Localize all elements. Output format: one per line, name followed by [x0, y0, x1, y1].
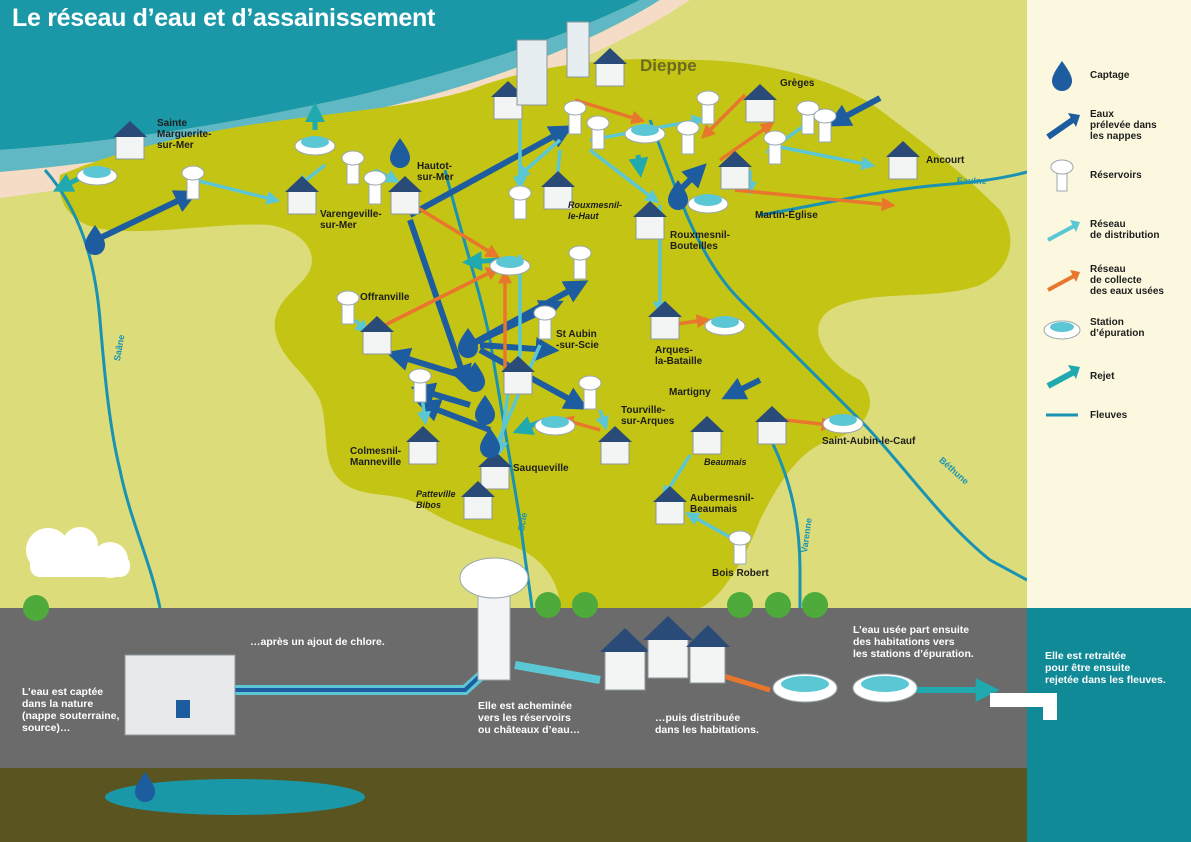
place-label: Offranville: [360, 292, 410, 303]
legend-distribution: Réseau de distribution: [1040, 210, 1186, 250]
dieppe-highrises: [516, 21, 590, 106]
section-houses: [600, 616, 730, 691]
teal-arrow-icon: [1046, 365, 1080, 389]
treatment-plant-icon: [1043, 320, 1081, 340]
legend-collecte: Réseau de collecte des eaux usées: [1040, 260, 1186, 300]
place-label: Hautot- sur-Mer: [417, 161, 454, 183]
place-label: Ancourt: [926, 155, 965, 166]
pipe-chlore-blue: [235, 672, 484, 692]
place-label: Beaumais: [704, 457, 747, 467]
place-label: Martin-Église: [755, 210, 818, 221]
place-label: Bois Robert: [712, 568, 769, 579]
legend-fleuves: Fleuves: [1040, 395, 1186, 435]
collecte-arrows: [384, 93, 896, 432]
legend-panel: [1027, 0, 1191, 608]
legend-reservoirs: Réservoirs: [1040, 155, 1186, 195]
blue-arrow-icon: [1046, 113, 1080, 140]
stations: [76, 124, 864, 436]
sea: [0, 0, 640, 150]
pipe-distribution: [514, 661, 601, 684]
river-label: Eaulne: [957, 176, 987, 186]
rain-cloud-icon: [26, 527, 130, 578]
place-label: Varengeville- sur-Mer: [320, 209, 382, 231]
river-saane: [43, 169, 162, 609]
caption-retraitee: Elle est retraitée pour être ensuite rej…: [1045, 650, 1166, 686]
drop-icon: [1052, 61, 1072, 91]
captage-arrows: [98, 95, 882, 433]
pipe-collecte: [719, 672, 771, 693]
river-line-icon: [1046, 413, 1078, 417]
place-label: Grèges: [780, 78, 815, 89]
underground-drop-icon: [135, 772, 155, 802]
big-water-tower: [459, 557, 529, 681]
legend-station: Station d’épuration: [1040, 308, 1186, 348]
caption-captage: L’eau est captée dans la nature (nappe s…: [22, 686, 120, 734]
river-eaulne: [759, 170, 1028, 217]
captage-drops: [85, 138, 688, 458]
place-label: Tourville- sur-Arques: [621, 405, 675, 427]
sea-shallow: [0, 0, 660, 172]
place-label: Sauqueville: [513, 463, 569, 474]
place-label: Arques- la-Bataille: [655, 345, 703, 367]
section-basins: [772, 673, 918, 703]
orange-arrow-icon: [1047, 270, 1080, 292]
caption-acheminee: Elle est acheminée vers les réservoirs o…: [478, 700, 581, 736]
houses: [113, 48, 920, 525]
river-scie: [443, 169, 534, 609]
legend-eaux-prelevees: Eaux prélevée dans les nappes: [1040, 105, 1186, 145]
page-title: Le réseau d’eau et d’assainissement: [12, 4, 436, 32]
place-label: Rouxmesnil- le-Haut: [568, 200, 623, 221]
outlet-pipe: [990, 693, 1057, 720]
water-tower-icon: [1050, 159, 1074, 192]
retreat-panel: [1027, 608, 1191, 842]
place-label: Saint-Aubin-le-Cauf: [822, 436, 916, 447]
aquifer: [105, 779, 365, 815]
city-label: Dieppe: [640, 56, 697, 75]
legend-rejet: Rejet: [1040, 356, 1186, 396]
place-label: St Aubin -sur-Scie: [556, 329, 599, 351]
caption-distribuee: …puis distribuée dans les habitations.: [655, 712, 759, 736]
towers: [181, 90, 837, 565]
place-label: Aubermesnil- Beaumais: [690, 493, 754, 515]
cyan-arrow-icon: [1047, 220, 1080, 242]
place-label: Martigny: [669, 387, 711, 398]
place-label: Sainte Marguerite- sur-Mer: [157, 118, 212, 151]
caption-chlore: …après un ajout de chlore.: [250, 636, 385, 648]
trees: [23, 592, 828, 621]
caption-eau-usee: L’eau usée part ensuite des habitations …: [853, 624, 974, 660]
place-label: Rouxmesnil- Bouteilles: [670, 230, 731, 252]
place-label: Colmesnil- Manneville: [350, 446, 402, 468]
pumping-station: [124, 654, 236, 736]
place-label: Patteville Bibos: [416, 489, 456, 510]
legend-captage: Captage: [1040, 55, 1186, 95]
river-arques: [648, 119, 1028, 582]
